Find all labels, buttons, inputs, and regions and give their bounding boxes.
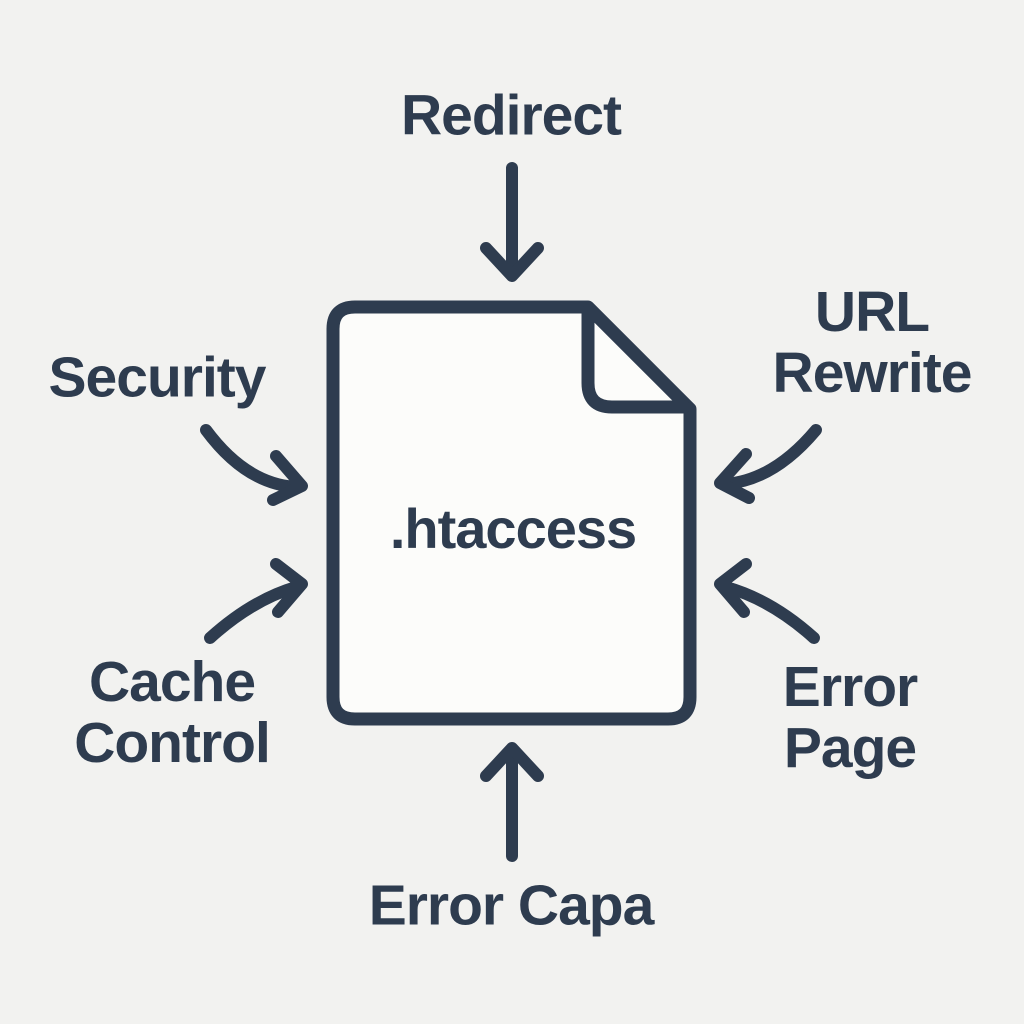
label-security: Security (48, 345, 267, 410)
file-fold-corner-icon (581, 304, 691, 414)
arrow-up-icon (480, 742, 544, 862)
label-cache-control-line2: Control (74, 711, 271, 775)
label-url-rewrite: URL Rewrite (772, 280, 973, 405)
arrow-down-icon (480, 162, 544, 282)
label-error-page-line2: Page (783, 716, 917, 780)
label-redirect: Redirect (400, 83, 622, 148)
label-cache-control: Cache Control (74, 650, 271, 775)
label-error-capture: Error Capa (368, 873, 655, 938)
file-name: .htaccess (389, 497, 637, 561)
label-cache-control-line1: Cache (88, 650, 256, 715)
arrow-curve-up-left-icon (714, 558, 820, 644)
label-error-page: Error Page (782, 655, 918, 780)
arrow-curve-down-left-icon (714, 424, 822, 504)
label-error-page-line1: Error (782, 655, 918, 720)
label-url-rewrite-line1: URL (814, 280, 930, 345)
label-url-rewrite-line2: Rewrite (772, 341, 973, 405)
arrow-curve-down-right-icon (200, 424, 308, 506)
arrow-curve-up-right-icon (204, 558, 308, 644)
